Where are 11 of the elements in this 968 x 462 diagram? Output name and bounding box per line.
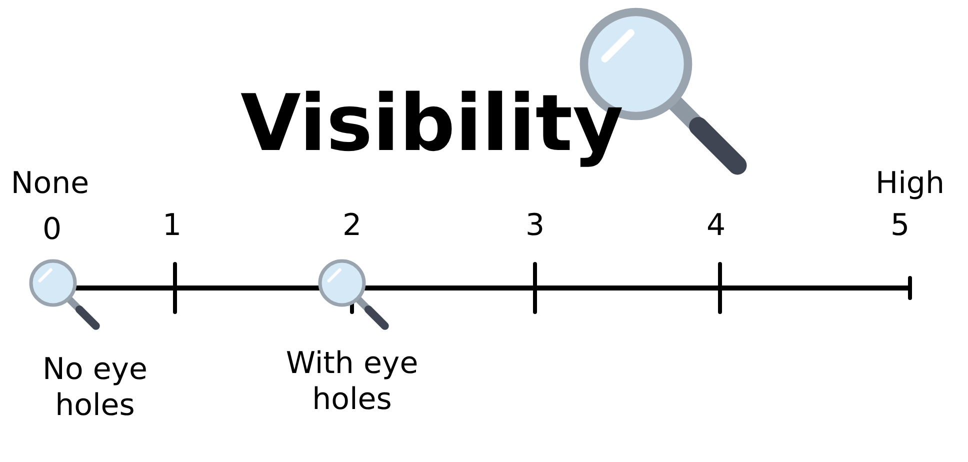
tick-number: 4 bbox=[706, 208, 726, 244]
tick-number: 5 bbox=[890, 208, 910, 244]
caption: No eye holes bbox=[42, 352, 148, 424]
tick-number: 1 bbox=[162, 208, 182, 244]
scale-end-label: None bbox=[10, 166, 90, 202]
title: Visibility bbox=[240, 78, 624, 171]
scale-end-label: High bbox=[876, 166, 944, 202]
tick-number: 3 bbox=[525, 208, 545, 244]
tick-number: 0 bbox=[42, 212, 62, 248]
caption: With eye holes bbox=[284, 346, 420, 418]
tick-number: 2 bbox=[342, 208, 362, 244]
